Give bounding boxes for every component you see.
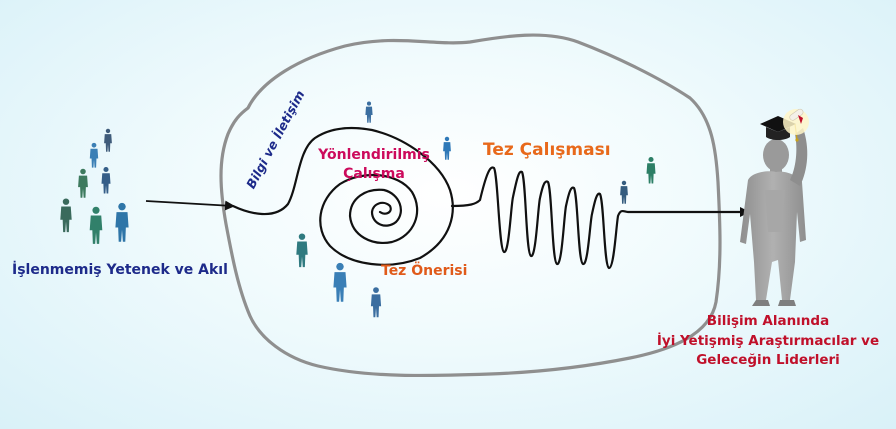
process-boundary [219,33,722,378]
person-icon [60,198,72,233]
person-icon [620,180,628,204]
person-icon [115,202,129,242]
thesis-path [231,127,454,266]
person-icon [646,156,656,184]
person-icon [443,136,451,160]
person-icon [365,101,373,123]
person-icon [370,287,382,318]
input-label: İşlenmemiş Yetenek ve Akıl [12,262,228,278]
output-line: Bilişim Alanında [706,313,830,329]
output-label: Bilişim Alanında İyi Yetişmiş Araştırmac… [648,312,888,371]
output-line: İyi Yetişmiş Araştırmacılar ve [656,332,880,349]
guided-work-label: Yönlendirilmiş Çalışma [318,146,430,184]
person-icon [101,166,111,194]
output-line: Geleceğin Liderleri [696,352,840,368]
guided-work-line: Yönlendirilmiş [318,147,430,163]
person-icon [296,233,308,268]
person-icon [89,142,99,168]
person-icon [333,262,347,302]
diploma-scroll-icon [783,108,809,135]
thesis-wave [450,166,744,270]
thesis-proposal-label: Tez Önerisi [381,263,468,279]
people-group-left [60,128,129,244]
input-arrow [145,200,235,211]
thesis-work-label: Tez Çalışması [483,140,611,160]
guided-work-line: Çalışma [343,166,405,182]
graduate-figure [740,108,809,306]
person-icon [78,168,88,198]
person-icon [104,128,112,152]
person-icon [89,206,103,244]
